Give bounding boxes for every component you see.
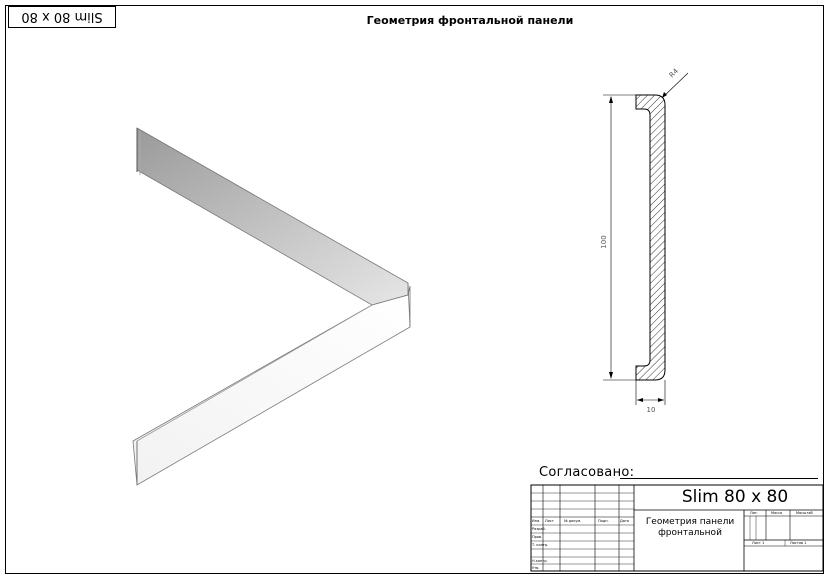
stamp-product-name: Slim 80 x 80 <box>681 487 789 507</box>
stamp-row-ncontrol: Н.контр. <box>532 559 548 563</box>
stamp-col-docnum: № докум. <box>564 519 582 523</box>
agreed-label: Согласовано: <box>539 465 635 480</box>
stamp-lit-label: Лит. <box>750 511 759 515</box>
stamp-col-date: Дата <box>620 519 630 523</box>
dim-radius-label: R4 <box>668 67 681 80</box>
stamp-sheets-label: Листов 1 <box>790 541 807 545</box>
dim-width-label: 10 <box>647 406 656 414</box>
stamp-mass-label: Масса <box>771 511 783 515</box>
stamp-scale-label: Масштаб <box>796 511 813 515</box>
stamp-sheet-label: Лист 1 <box>752 541 765 545</box>
panel-lower-arm <box>132 285 411 486</box>
stamp-col-list: Лист <box>545 519 554 523</box>
section-hatch <box>635 94 666 381</box>
stamp-row-checker: Пров. <box>532 535 543 539</box>
panel-3d-view <box>132 127 411 486</box>
agreed-signature-line <box>620 478 818 479</box>
stamp-row-developer: Разраб. <box>532 527 546 531</box>
stamp-row-tcontrol: Т. контр. <box>532 543 549 547</box>
stamp-col-sign: Подп. <box>598 519 609 523</box>
drawing-frame <box>5 5 824 574</box>
title-block-grid <box>530 484 824 572</box>
dim-height-label: 100 <box>600 235 608 248</box>
stamp-col-izm: Изм. <box>532 519 541 523</box>
profile-section: 100 10 R4 <box>600 67 689 414</box>
panel-upper-arm <box>136 127 409 306</box>
stamp-row-approved: Утв. <box>532 566 540 570</box>
stamp-description: Геометрия панели фронтальной <box>645 517 735 538</box>
drawing-title: Геометрия фронтальной панели <box>366 14 574 27</box>
